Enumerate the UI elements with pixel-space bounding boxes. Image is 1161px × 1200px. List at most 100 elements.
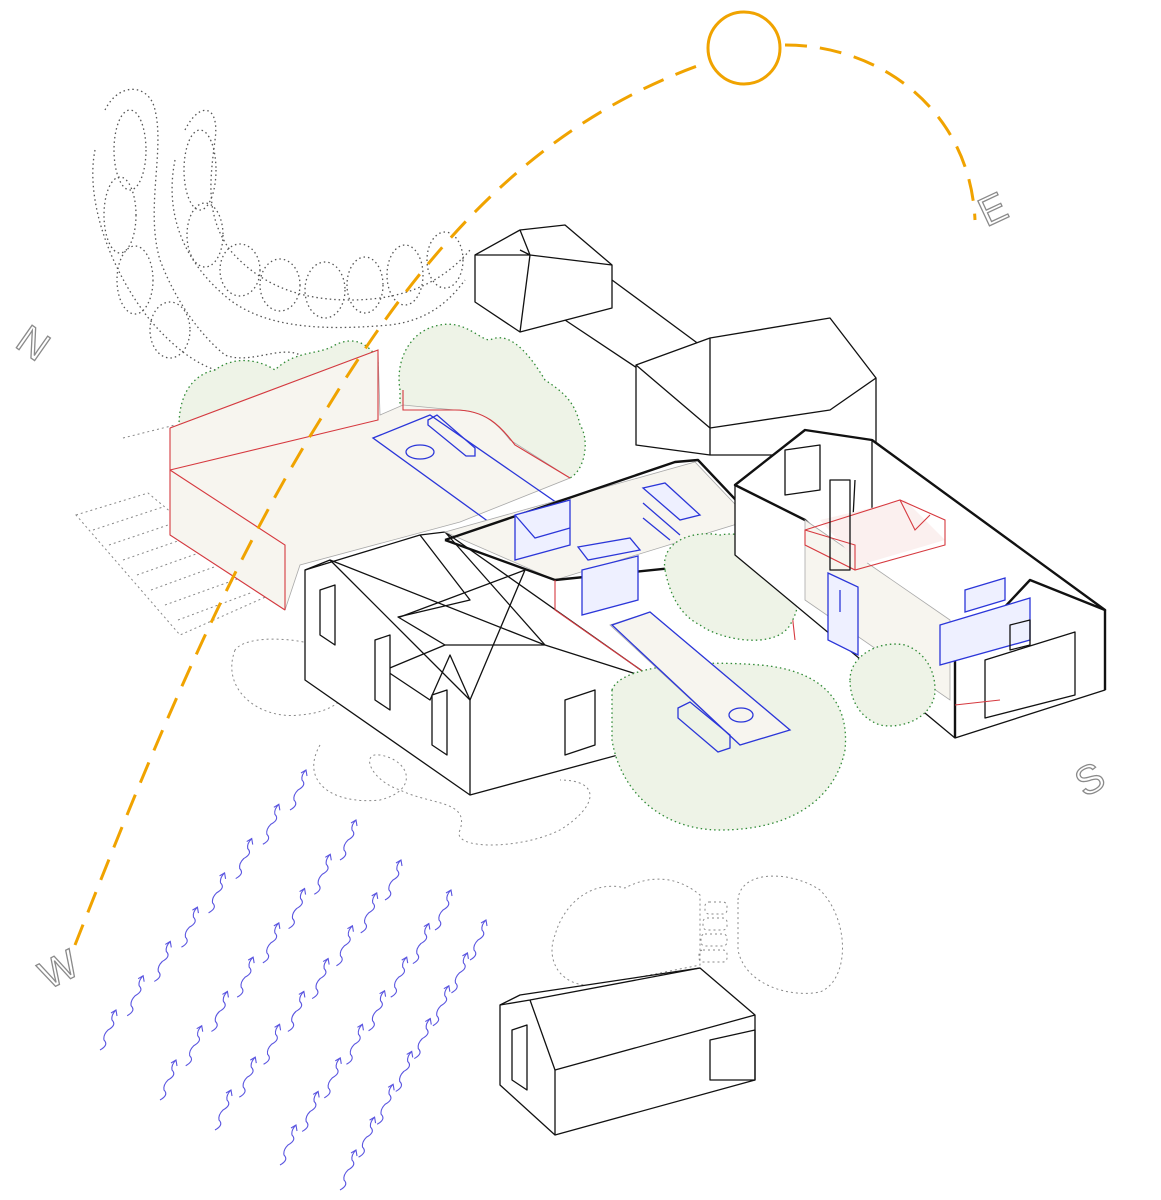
wind-arrow-head xyxy=(350,819,358,827)
wind-arrow-head xyxy=(322,957,330,965)
wind-arrow-icon xyxy=(311,958,329,1000)
wind-field xyxy=(99,769,488,1191)
wind-arrow-head xyxy=(225,1089,233,1097)
wind-arrow-icon xyxy=(279,1124,297,1166)
wind-arrow-icon xyxy=(384,859,402,901)
wind-arrow-head xyxy=(274,1023,282,1031)
wind-arrow-head xyxy=(312,1090,320,1098)
lower-shrub-outline-2 xyxy=(737,875,843,994)
east-shrub xyxy=(849,643,936,727)
wind-arrow-head xyxy=(350,1149,358,1157)
stepping-stones xyxy=(698,901,728,963)
wind-arrow-icon xyxy=(336,925,353,967)
lower-shrub-outline xyxy=(551,878,701,987)
wind-arrow-icon xyxy=(414,1018,431,1060)
wind-arrow-icon xyxy=(368,990,385,1032)
wind-arrow-head xyxy=(387,1083,395,1091)
north-tree-belt xyxy=(92,88,471,376)
wind-arrow-head xyxy=(170,1059,178,1067)
wind-arrow-head xyxy=(480,919,488,927)
wind-arrow-head xyxy=(423,922,431,930)
sun-path-group xyxy=(73,10,977,946)
wind-arrow-icon xyxy=(314,853,331,895)
wind-arrow-head xyxy=(299,887,307,895)
window-a xyxy=(514,499,571,561)
sun-icon xyxy=(706,10,782,86)
wind-arrow-head xyxy=(401,956,409,964)
built-in-steps xyxy=(641,482,702,521)
wind-arrow-head xyxy=(250,1056,257,1064)
wind-arrow-icon xyxy=(211,991,228,1032)
central-pool-bench xyxy=(677,701,731,753)
wind-arrow-head xyxy=(298,990,306,998)
wind-arrow-head xyxy=(192,906,199,914)
wind-arrow-head xyxy=(273,921,281,929)
wind-arrow-head xyxy=(325,853,332,861)
north-garage xyxy=(474,224,701,371)
wind-arrow-icon xyxy=(287,991,305,1032)
wind-arrow-icon xyxy=(289,769,307,811)
wind-arrow-icon xyxy=(395,1051,413,1092)
wind-arrow-icon xyxy=(262,803,280,845)
central-pool xyxy=(610,611,792,746)
compass-west: W xyxy=(32,941,87,998)
wind-arrow-head xyxy=(357,1023,364,1031)
wind-arrow-icon xyxy=(346,1023,363,1065)
wind-arrow-icon xyxy=(434,889,452,931)
wind-arrow-head xyxy=(222,990,229,998)
wind-arrow-head xyxy=(246,837,254,845)
compass-north: N xyxy=(8,317,59,371)
wind-arrow-icon xyxy=(99,1009,117,1051)
wind-arrow-icon xyxy=(159,1059,177,1101)
wind-arrow-head xyxy=(196,1024,204,1032)
wind-arrow-icon xyxy=(376,1083,394,1125)
wind-arrow-head xyxy=(137,974,145,982)
wind-arrow-icon xyxy=(235,838,253,880)
pool-bench xyxy=(427,414,476,457)
wind-arrow-icon xyxy=(262,922,280,964)
east-door xyxy=(827,571,859,657)
south-outbuilding xyxy=(499,967,756,1136)
wind-arrow-head xyxy=(300,769,308,777)
wind-arrow-head xyxy=(369,1116,377,1124)
wind-arrow-icon xyxy=(288,888,305,930)
wind-arrow-icon xyxy=(154,941,171,982)
wind-arrow-icon xyxy=(324,1057,341,1099)
wind-arrow-head xyxy=(425,1017,432,1025)
wind-arrow-head xyxy=(110,1009,118,1017)
compass-east: E xyxy=(972,183,1017,235)
wind-arrow-head xyxy=(347,924,354,932)
wind-arrow-icon xyxy=(432,985,450,1027)
wind-arrow-head xyxy=(273,803,281,811)
parking-lot xyxy=(75,492,271,636)
wind-arrow-icon xyxy=(358,1116,375,1158)
wind-arrow-head xyxy=(335,1056,342,1064)
courtyard-wall-north xyxy=(169,349,379,471)
south-lawn-outline xyxy=(313,744,591,846)
wind-arrow-icon xyxy=(185,1025,203,1067)
wind-arrow-head xyxy=(445,889,453,897)
wind-arrow-icon xyxy=(214,1089,232,1131)
wind-arrow-icon xyxy=(263,1023,280,1065)
wind-arrow-icon xyxy=(360,892,378,934)
wind-arrow-icon xyxy=(451,952,468,994)
wind-arrow-head xyxy=(406,1050,414,1058)
central-block xyxy=(635,317,877,456)
window-b xyxy=(581,555,639,616)
wind-arrow-icon xyxy=(236,956,254,998)
wind-arrow-head xyxy=(443,984,451,992)
wind-arrow-head xyxy=(395,859,403,867)
compass-south: S xyxy=(1068,753,1114,805)
sun-path xyxy=(73,63,701,946)
wind-arrow-head xyxy=(462,951,469,959)
east-wing xyxy=(733,428,1107,739)
sun-path-east xyxy=(784,43,977,221)
wind-arrow-icon xyxy=(181,906,198,948)
wind-arrow-head xyxy=(379,989,387,997)
middle-wing xyxy=(443,458,796,681)
wind-arrow-icon xyxy=(339,819,357,861)
wind-arrow-head xyxy=(165,940,172,948)
wind-arrow-head xyxy=(290,1124,298,1132)
